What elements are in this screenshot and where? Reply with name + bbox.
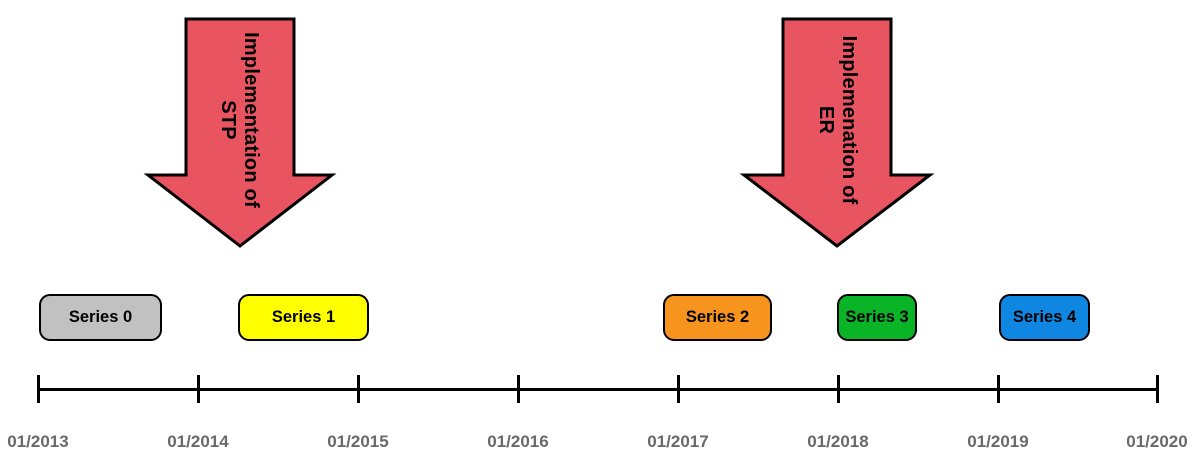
down-arrow-shape xyxy=(143,17,337,248)
arrow-label-stp: Implementation of STP xyxy=(216,20,262,220)
axis-tick-2014 xyxy=(197,375,200,403)
axis-tick-2018 xyxy=(837,375,840,403)
axis-tick-2013 xyxy=(37,375,40,403)
tick-label-2020: 01/2020 xyxy=(1126,432,1188,451)
axis-tick-2017 xyxy=(677,375,680,403)
tick-label-2019: 01/2019 xyxy=(967,432,1029,451)
tick-label-2018: 01/2018 xyxy=(807,432,869,451)
tick-label-2015: 01/2015 xyxy=(327,432,389,451)
down-arrow-er-icon xyxy=(739,17,935,248)
axis-tick-2016 xyxy=(517,375,520,403)
series-0-chip: Series 0 xyxy=(39,294,162,341)
series-1-label: Series 1 xyxy=(271,308,336,326)
tick-label-2017: 01/2017 xyxy=(647,432,709,451)
series-2-label: Series 2 xyxy=(685,308,750,326)
series-4-label: Series 4 xyxy=(1012,308,1077,326)
axis-tick-2015 xyxy=(357,375,360,403)
arrow-label-er-line1: Implemenation of xyxy=(838,35,860,205)
down-arrow-shape xyxy=(739,17,935,248)
series-3-chip: Series 3 xyxy=(837,294,917,341)
arrow-label-er-line2: ER xyxy=(815,105,837,135)
series-4-chip: Series 4 xyxy=(999,294,1090,341)
axis-tick-2020 xyxy=(1156,375,1159,403)
tick-label-2013: 01/2013 xyxy=(7,432,69,451)
series-1-chip: Series 1 xyxy=(238,294,369,341)
series-3-label: Series 3 xyxy=(845,308,909,326)
time-axis-line xyxy=(37,388,1159,391)
series-0-label: Series 0 xyxy=(68,308,133,326)
down-arrow-stp-icon xyxy=(143,17,337,248)
tick-label-2014: 01/2014 xyxy=(167,432,229,451)
axis-tick-2019 xyxy=(997,375,1000,403)
arrow-label-stp-line1: Implementation of xyxy=(240,32,262,208)
tick-label-2016: 01/2016 xyxy=(487,432,549,451)
series-2-chip: Series 2 xyxy=(663,294,772,341)
arrow-label-er: Implemenation of ER xyxy=(814,20,860,220)
arrow-label-stp-line2: STP xyxy=(217,100,239,140)
